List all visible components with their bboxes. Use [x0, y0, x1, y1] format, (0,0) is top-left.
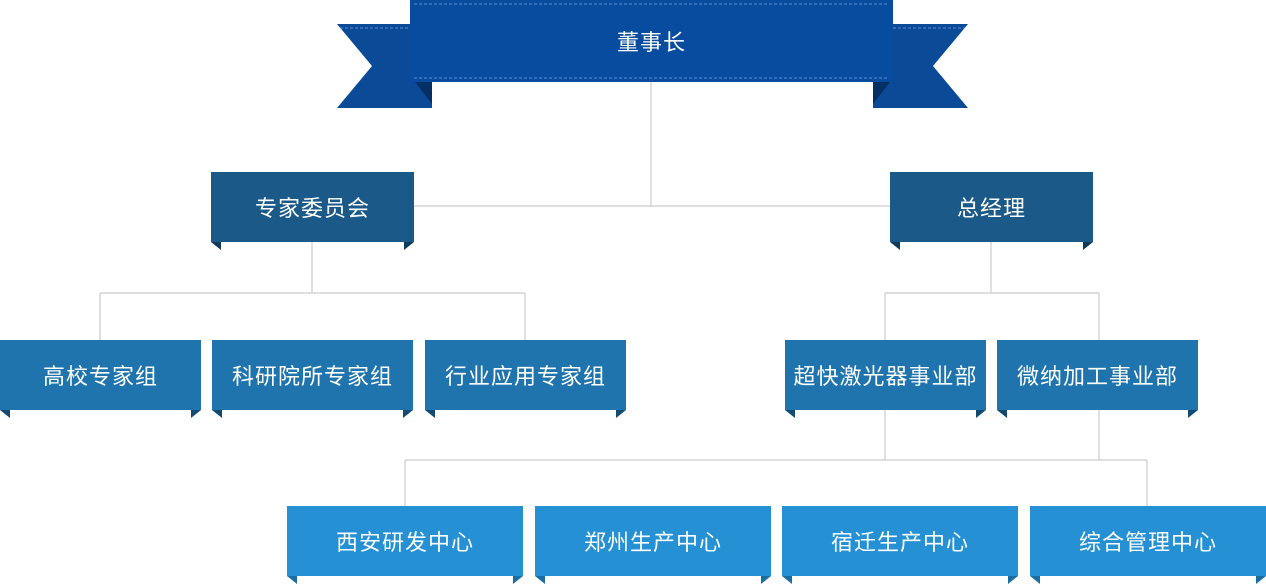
center-box: 郑州生产中心	[535, 506, 771, 584]
center-box: 西安研发中心	[287, 506, 523, 584]
expert-group-label: 科研院所专家组	[231, 365, 393, 390]
division-box: 微纳加工事业部	[997, 340, 1198, 418]
general-manager-label: 总经理	[956, 197, 1026, 222]
chairman-ribbon	[337, 0, 968, 108]
center-label: 综合管理中心	[1078, 531, 1217, 556]
center-box: 宿迁生产中心	[782, 506, 1018, 584]
division-box: 超快激光器事业部	[785, 340, 986, 418]
expert-group-label: 行业应用专家组	[444, 365, 606, 390]
division-label: 微纳加工事业部	[1016, 365, 1178, 390]
expert-group-label: 高校专家组	[42, 365, 158, 390]
chairman-label: 董事长	[616, 31, 686, 56]
center-box: 综合管理中心	[1030, 506, 1266, 584]
expert-group-box: 科研院所专家组	[212, 340, 413, 418]
center-label: 宿迁生产中心	[830, 531, 969, 556]
division-label: 超快激光器事业部	[793, 365, 978, 390]
expert-group-box: 行业应用专家组	[425, 340, 626, 418]
expert-committee-label: 专家委员会	[254, 197, 370, 222]
center-label: 郑州生产中心	[583, 531, 722, 556]
center-label: 西安研发中心	[335, 531, 474, 556]
general-manager-box: 总经理	[890, 172, 1093, 250]
expert-group-box: 高校专家组	[0, 340, 201, 418]
expert-committee-box: 专家委员会	[211, 172, 414, 250]
